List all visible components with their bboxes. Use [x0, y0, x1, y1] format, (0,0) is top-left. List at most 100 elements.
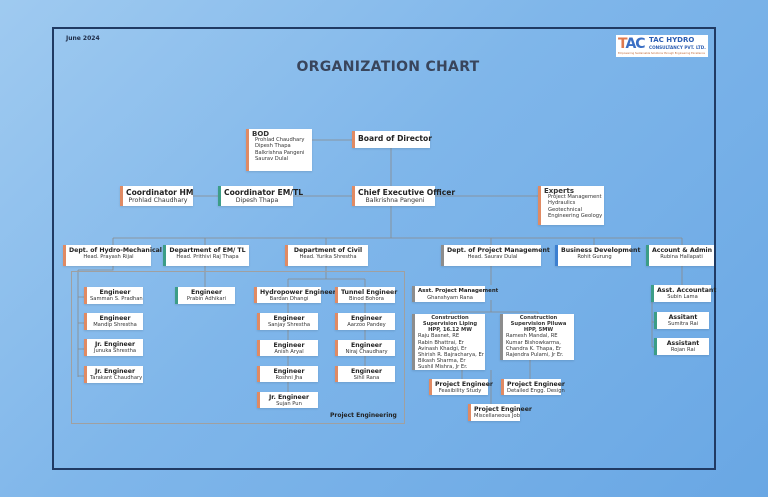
report-date: June 2024	[66, 35, 100, 42]
staff-name: Feasibility Study	[438, 388, 482, 394]
staff-card: Engineer Roshni Jha	[257, 366, 318, 382]
liping-supervision-box: Construction Supervision Liping HPP, 16.…	[412, 314, 485, 370]
logo-line-2: CONSULTANCY PVT. LTD.	[649, 45, 706, 50]
staff-card: Engineer Aarzoo Pandey	[335, 313, 395, 330]
chart-frame	[52, 27, 716, 470]
experts-box: Experts Project Management Hydraulics Ge…	[538, 186, 604, 225]
dept-title: Business Development	[561, 247, 641, 254]
staff-title: Jr. Engineer	[94, 341, 135, 348]
piluwa-member: Rajendra Pulami, Jr Er.	[506, 352, 564, 358]
ceo-name: Balkrishna Pangeni	[365, 197, 425, 204]
bod-title: BOD	[252, 130, 270, 138]
liping-member: Rabin Bhattrai, Er	[418, 339, 464, 346]
staff-card: Engineer Prabin Adhikari	[175, 287, 235, 304]
chart-title: ORGANIZATION CHART	[296, 59, 480, 75]
dept-title: Dept. of Hydro-Mechanical	[69, 247, 162, 254]
piluwa-member: Ramesh Mandal, RE	[506, 333, 558, 340]
staff-card: Project Engineer Feasibility Study	[429, 379, 493, 395]
staff-name: Sujan Pun	[276, 401, 302, 407]
staff-title: Engineer	[99, 315, 131, 322]
piluwa-member: Kumar Bishowkarma,	[506, 339, 561, 346]
bod-member: Saurav Dulal	[255, 155, 289, 162]
staff-title: Tunnel Engineer	[341, 289, 398, 296]
staff-title: Project Engineer	[474, 406, 532, 413]
staff-name: Binod Bohora	[349, 296, 384, 302]
staff-name: Junuka Shrestha	[93, 348, 137, 354]
piluwa-supervision-box: Construction Supervision Piluwa HPP, 5MW…	[500, 314, 574, 360]
expert-item: Geotechnical	[548, 206, 582, 213]
staff-card: Engineer Mandip Shrestha	[84, 313, 143, 330]
staff-card: Tunnel Engineer Binod Bohora	[335, 287, 398, 303]
dept-hydro-mechanical: Dept. of Hydro-Mechanical Head. Prayash …	[63, 245, 162, 266]
project-engineering-group	[71, 271, 405, 424]
staff-title: Jr. Engineer	[94, 368, 135, 375]
staff-name: Miscellaneous Job	[474, 413, 521, 419]
staff-card: Jr. Engineer Tarakant Chaudhary	[84, 366, 143, 383]
staff-card: Engineer Sanjay Shrestha	[257, 313, 318, 330]
staff-name: Sihil Rana	[353, 375, 380, 381]
staff-title: Asst. Accountant	[657, 287, 717, 294]
staff-card: Engineer Niraj Chaudhary	[335, 340, 395, 356]
ceo-box: Chief Executive Officer Balkrishna Pange…	[352, 186, 455, 206]
dept-title: Account & Admin	[652, 247, 713, 254]
logo-tagline: Empowering Sustainable Solutions through…	[618, 52, 706, 55]
dept-civil: Department of Civil Head. Yurika Shresth…	[285, 245, 368, 266]
expert-item: Engineering Geology	[548, 212, 603, 219]
dept-business-development: Business Development Rohit Gurung	[555, 245, 641, 266]
staff-name: Mandip Shrestha	[93, 322, 137, 328]
liping-member: Avinash Khadgi, Er	[418, 345, 467, 352]
bod-member: Balkrishna Pangeni	[255, 149, 305, 156]
coordinator-hm-title: Coordinator HM	[126, 188, 194, 197]
staff-title: Project Engineer	[507, 381, 565, 388]
company-logo: TAC TAC HYDRO CONSULTANCY PVT. LTD. Empo…	[616, 35, 708, 57]
staff-card: Project Engineer Detailed Engg. Design	[501, 379, 565, 395]
coordinator-hm-name: Prohlad Chaudhary	[128, 197, 188, 204]
staff-card: Assistant Rojan Rai	[654, 338, 709, 355]
staff-title: Engineer	[99, 289, 131, 296]
staff-name: Ghanshyam Rana	[427, 295, 473, 301]
staff-title: Engineer	[273, 315, 305, 322]
staff-card: Engineer Anish Aryal	[257, 340, 318, 356]
staff-title: Engineer	[273, 342, 305, 349]
bod-box: BOD Prohlad Chaudhary Dipesh Thapa Balkr…	[246, 129, 312, 171]
liping-member: Raju Basnet, RE	[418, 333, 460, 340]
coordinator-hm-box: Coordinator HM Prohlad Chaudhary	[120, 186, 193, 206]
coordinator-em-name: Dipesh Thapa	[235, 197, 279, 204]
piluwa-member: Chandra K. Thapa, Er	[506, 345, 562, 352]
staff-name: Roshni Jha	[275, 375, 303, 381]
coordinator-em-title: Coordinator EM/TL	[224, 188, 304, 197]
dept-head: Head. Yurika Shrestha	[299, 254, 357, 260]
staff-card: Hydropower Engineer Bardan Dhangi	[254, 287, 336, 303]
logo-line-1: TAC HYDRO	[649, 36, 695, 44]
staff-name: Tarakant Chaudhary	[90, 375, 143, 381]
staff-card: Asst. Accountant Subin Lama	[651, 285, 717, 302]
staff-title: Assistant	[666, 340, 700, 347]
staff-name: Rojan Rai	[670, 347, 696, 353]
staff-name: Niraj Chaudhary	[345, 349, 388, 355]
coordinator-em-box: Coordinator EM/TL Dipesh Thapa	[218, 186, 304, 206]
dept-title: Department of Civil	[293, 247, 363, 254]
staff-title: Hydropower Engineer	[260, 289, 336, 296]
staff-name: Detailed Engg. Design	[507, 388, 565, 394]
staff-title: Jr. Engineer	[268, 394, 309, 401]
staff-name: Bardan Dhangi	[269, 296, 309, 302]
dept-head: Rohit Gurung	[577, 254, 612, 260]
experts-title: Experts	[544, 187, 575, 195]
dept-title: Dept. of Project Management	[447, 247, 550, 254]
staff-name: Prabin Adhikari	[186, 296, 227, 302]
expert-item: Project Management	[548, 194, 602, 201]
staff-name: Sanjay Shrestha	[267, 322, 311, 328]
dept-em-tl: Department of EM/ TL Head. Prithivi Raj …	[163, 245, 249, 266]
liping-member: Sushil Mishra, Jr Er.	[418, 364, 468, 371]
staff-title: Project Engineer	[435, 381, 493, 388]
dept-head: Head. Saurav Dulal	[467, 254, 518, 260]
liping-member: Shirish R. Bajracharya, Er	[418, 352, 484, 358]
staff-title: Asst. Project Management	[418, 288, 499, 294]
board-of-director-box: Board of Director	[352, 131, 432, 148]
piluwa-title: Construction Supervision Piluwa HPP, 5MW	[510, 315, 567, 333]
staff-name: Anish Aryal	[274, 349, 304, 355]
liping-title: Construction Supervision Liping HPP, 16.…	[422, 315, 478, 333]
staff-name: Samman S. Pradhan	[90, 296, 143, 302]
